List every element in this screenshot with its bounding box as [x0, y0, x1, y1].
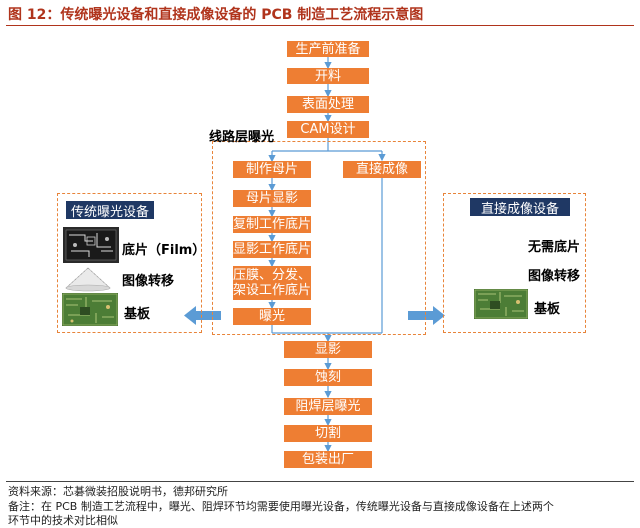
flow-step-develop: 显影	[284, 341, 372, 358]
flow-step-surface-treatment: 表面处理	[287, 96, 369, 113]
step-make-master: 制作母片	[233, 161, 311, 178]
substrate-label-left: 基板	[124, 307, 151, 322]
circuit-exposure-title: 线路层曝光	[209, 130, 275, 145]
source-note: 资料来源：芯碁微装招股说明书，德邦研究所	[8, 485, 228, 498]
flow-step-solder-mask-exposure: 阻焊层曝光	[284, 398, 372, 415]
flow-step-package-ship: 包装出厂	[284, 451, 372, 468]
step-lamination-line1: 压膜、分发、	[233, 268, 312, 283]
step-lamination-line2: 架设工作底片	[233, 283, 312, 298]
step-exposure: 曝光	[233, 308, 311, 325]
image-transfer-label-left: 图像转移	[122, 274, 175, 289]
flow-step-preparation: 生产前准备	[287, 41, 369, 57]
direct-imaging-panel	[443, 193, 586, 333]
film-label: 底片（Film）	[122, 243, 206, 258]
footer-rule	[6, 481, 634, 482]
figure-title: 图 12：传统曝光设备和直接成像设备的 PCB 制造工艺流程示意图	[8, 7, 424, 23]
step-lamination-film-setup: 压膜、分发、 架设工作底片	[233, 266, 311, 300]
step-master-develop: 母片显影	[233, 190, 311, 207]
title-rule	[6, 25, 634, 26]
substrate-photo-right	[474, 289, 528, 319]
left-big-arrow	[184, 306, 221, 325]
remark-line-1: 备注：在 PCB 制造工艺流程中，曝光、阻焊环节均需要使用曝光设备，传统曝光设备…	[8, 500, 554, 513]
film-photo	[63, 227, 119, 263]
step-develop-film: 显影工作底片	[233, 241, 312, 258]
substrate-label-right: 基板	[534, 302, 561, 317]
substrate-photo-left	[62, 293, 118, 326]
flow-step-etch: 蚀刻	[284, 369, 372, 386]
no-film-label: 无需底片	[528, 240, 581, 255]
traditional-exposure-title: 传统曝光设备	[66, 201, 154, 220]
step-direct-imaging: 直接成像	[343, 161, 421, 178]
direct-imaging-title: 直接成像设备	[470, 198, 570, 217]
circuit-exposure-container	[212, 141, 426, 335]
right-big-arrow	[408, 306, 445, 325]
traditional-exposure-panel	[57, 193, 202, 333]
flow-step-cam-design: CAM设计	[287, 121, 369, 138]
flow-step-cutting-material: 开料	[287, 68, 369, 84]
light-cone	[65, 267, 111, 292]
image-transfer-label-right: 图像转移	[528, 269, 581, 284]
remark-line-2: 环节中的技术对比相似	[8, 514, 118, 527]
step-copy-film: 复制工作底片	[233, 216, 312, 233]
flow-step-cut: 切割	[284, 425, 372, 442]
